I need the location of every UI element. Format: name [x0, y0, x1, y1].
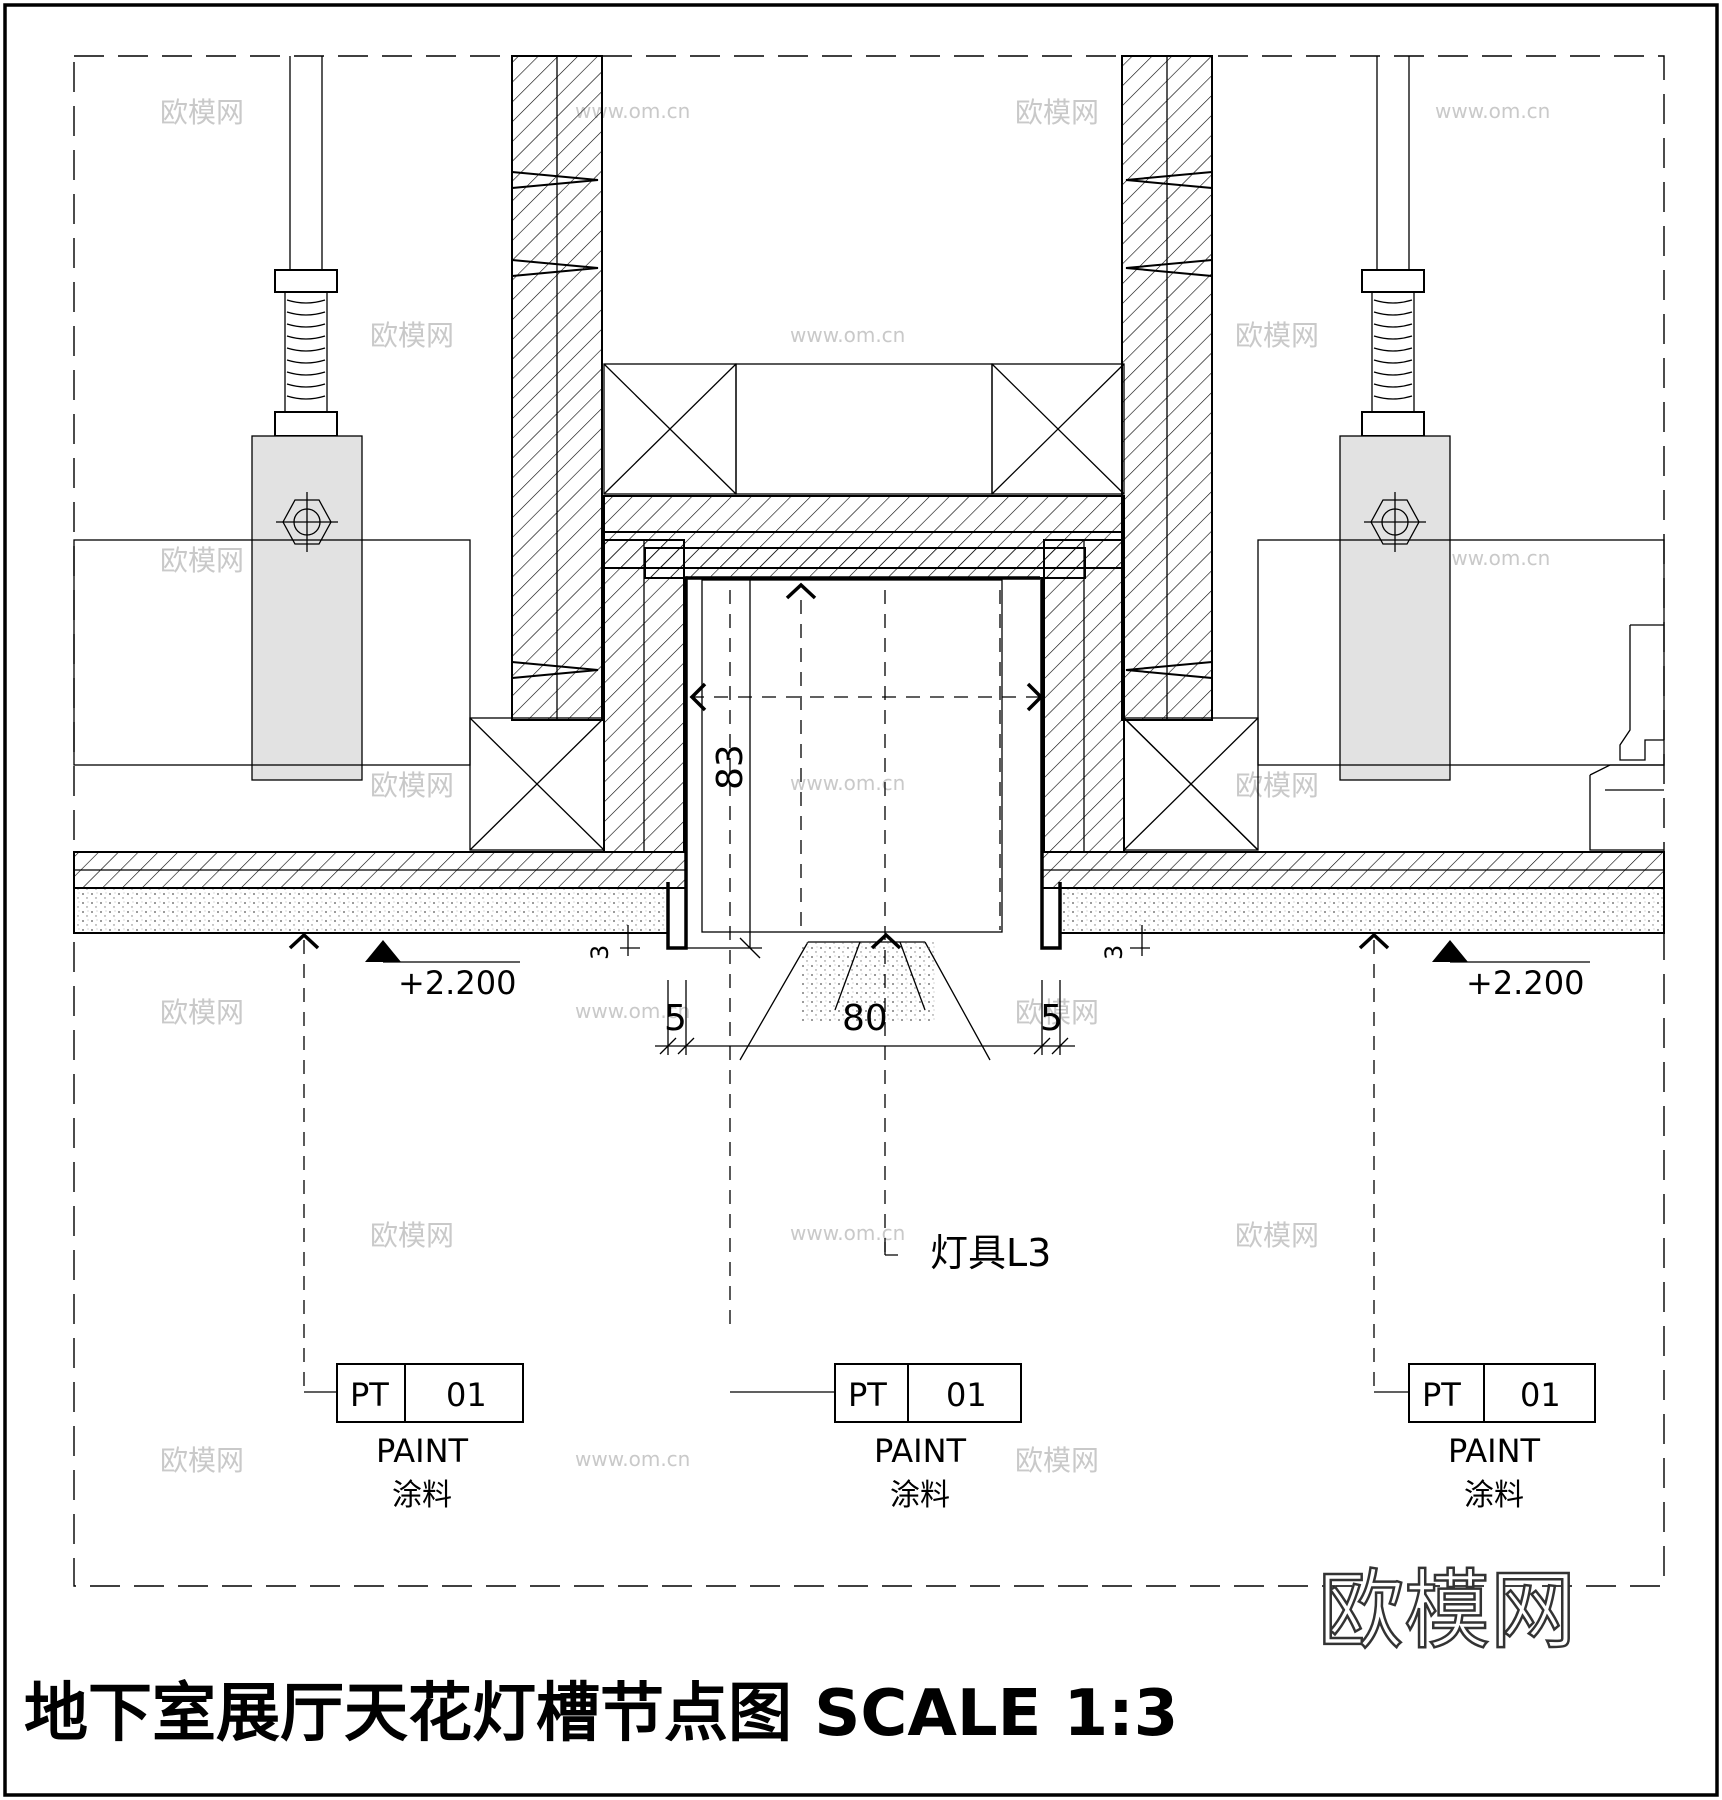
level-right-text: +2.200: [1466, 964, 1584, 1002]
slot-top-board-1: [603, 495, 1125, 533]
fixture-label: 灯具L3: [930, 1231, 1051, 1275]
svg-text:www.om.cn: www.om.cn: [790, 323, 905, 347]
screws: [511, 170, 1213, 680]
gypsum-right: [1059, 887, 1665, 934]
dim-gap-right: 3: [1100, 945, 1128, 960]
svg-text:欧模网: 欧模网: [160, 96, 244, 129]
tag-name-en: PAINT: [874, 1432, 967, 1470]
dim-side-left: 5: [664, 998, 687, 1039]
svg-text:欧模网: 欧模网: [160, 996, 244, 1029]
svg-text:www.om.cn: www.om.cn: [575, 999, 690, 1023]
svg-text:www.om.cn: www.om.cn: [790, 1221, 905, 1245]
svg-text:欧模网: 欧模网: [1015, 1444, 1099, 1477]
svg-text:欧模网: 欧模网: [160, 1444, 244, 1477]
tag-num: 01: [1520, 1376, 1561, 1414]
tag-name-cn: 涂料: [1464, 1478, 1524, 1513]
tag-name-cn: 涂料: [392, 1478, 452, 1513]
logo-text: 欧模网: [1318, 1561, 1576, 1661]
fixture-leader: [884, 1242, 898, 1256]
drawing-title: 地下室展厅天花灯槽节点图 SCALE 1:3: [24, 1677, 1178, 1751]
tag-name-en: PAINT: [1448, 1432, 1541, 1470]
tag-num: 01: [946, 1376, 987, 1414]
hanger-right: [1339, 56, 1451, 781]
edge-profile-right: [1589, 624, 1664, 851]
tag-name-cn: 涂料: [890, 1478, 950, 1513]
svg-text:欧模网: 欧模网: [370, 769, 454, 802]
dim-height-text: 83: [710, 744, 751, 790]
svg-text:欧模网: 欧模网: [1235, 1219, 1319, 1252]
finish-tag-left: PT 01 PAINT 涂料: [288, 932, 524, 1513]
finish-tag-center: PT 01 PAINT 涂料: [730, 932, 1022, 1513]
dim-slot-width: 80: [842, 998, 888, 1039]
slot-top-board-3: [644, 547, 1086, 579]
svg-text:www.om.cn: www.om.cn: [1435, 546, 1550, 570]
dim-side-right: 5: [1040, 998, 1063, 1039]
svg-text:www.om.cn: www.om.cn: [575, 1447, 690, 1471]
tag-num: 01: [446, 1376, 487, 1414]
svg-text:欧模网: 欧模网: [1235, 319, 1319, 352]
svg-text:欧模网: 欧模网: [370, 1219, 454, 1252]
watermark-layer: 欧模网 www.om.cn 欧模网 www.om.cn 欧模网 www.om.c…: [160, 96, 1550, 1477]
svg-text:欧模网: 欧模网: [1015, 96, 1099, 129]
svg-text:欧模网: 欧模网: [1015, 996, 1099, 1029]
keel-right: [1257, 539, 1665, 766]
slot-top-marker: [785, 582, 817, 600]
light-fixture: [689, 579, 1044, 1330]
level-marker-right: +2.200: [1432, 940, 1590, 1002]
level-left-text: +2.200: [398, 964, 516, 1002]
svg-text:欧模网: 欧模网: [370, 319, 454, 352]
tag-code: PT: [848, 1376, 887, 1414]
keel-left: [73, 539, 471, 766]
svg-text:欧模网: 欧模网: [1235, 769, 1319, 802]
tag-name-en: PAINT: [376, 1432, 469, 1470]
dimension-gap: 3 3: [586, 925, 1150, 960]
hanger-left: [251, 56, 363, 781]
level-marker-left: +2.200: [365, 940, 520, 1002]
svg-text:www.om.cn: www.om.cn: [790, 771, 905, 795]
svg-text:欧模网: 欧模网: [160, 544, 244, 577]
dimension-bottom: 5 80 5: [655, 980, 1075, 1055]
tag-code: PT: [350, 1376, 389, 1414]
sheet-frame: [3, 3, 1719, 1797]
finish-tag-right: PT 01 PAINT 涂料: [1358, 932, 1596, 1513]
svg-text:www.om.cn: www.om.cn: [1435, 99, 1550, 123]
dimension-83: 83: [686, 578, 762, 959]
gypsum-left: [73, 887, 669, 934]
tag-code: PT: [1422, 1376, 1461, 1414]
dim-gap-left: 3: [586, 945, 614, 960]
view-boundary: [73, 55, 1665, 1587]
